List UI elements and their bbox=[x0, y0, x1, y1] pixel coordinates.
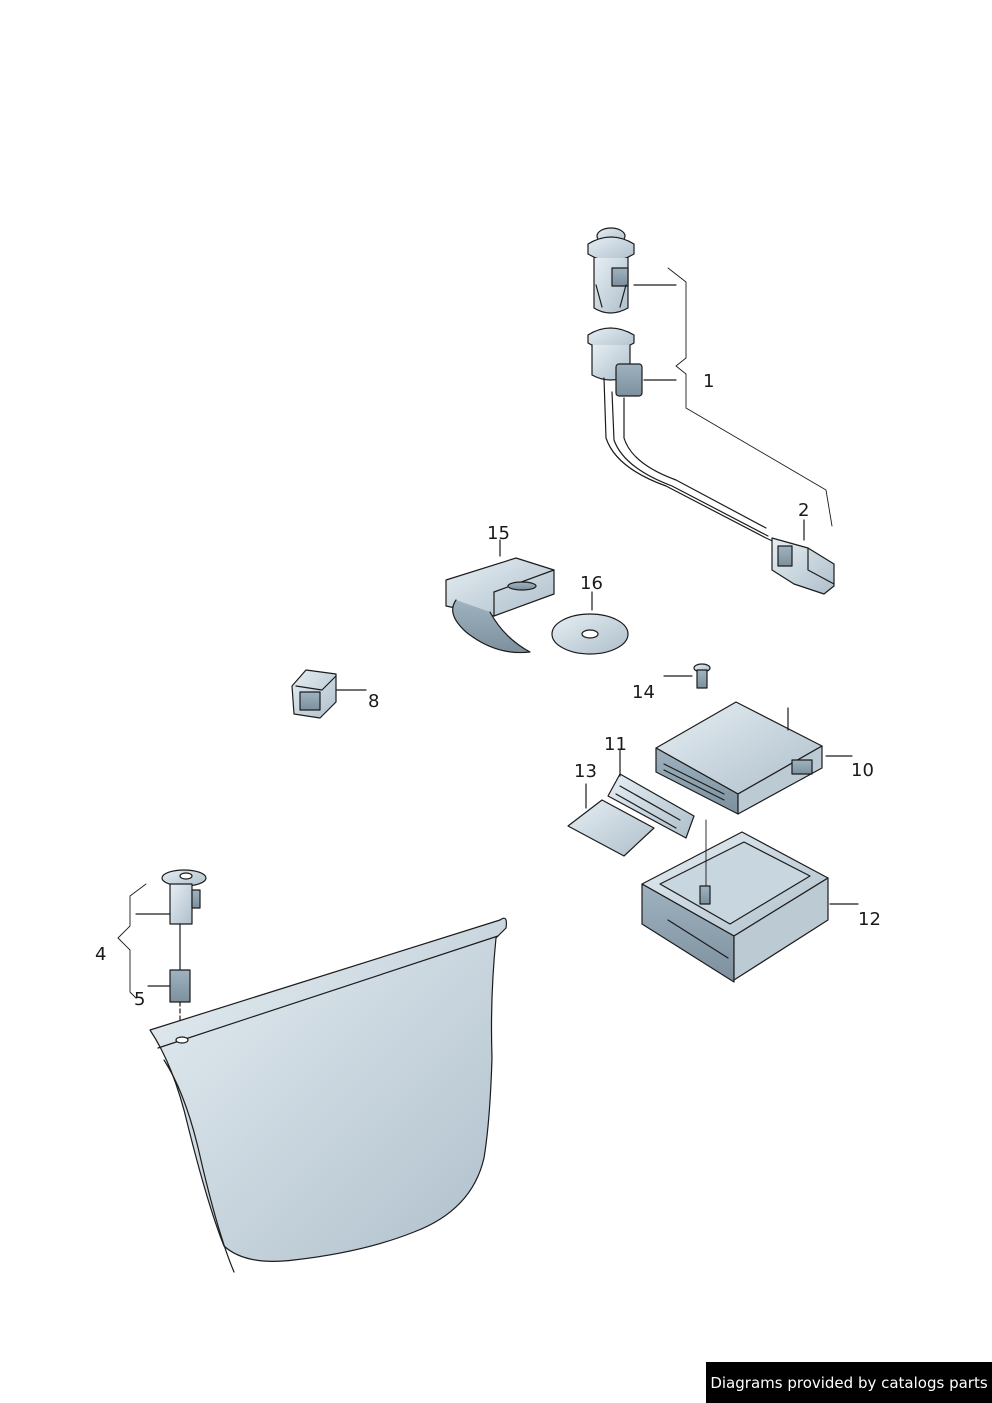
callout-1: 1 bbox=[703, 371, 715, 392]
part-12-tray bbox=[641, 819, 859, 983]
trim-panel bbox=[149, 917, 507, 1273]
callout-14: 14 bbox=[632, 682, 655, 703]
callout-8: 8 bbox=[368, 691, 380, 712]
credit-banner: Diagrams provided by catalogs parts bbox=[706, 1362, 992, 1403]
part-11-frame bbox=[607, 749, 695, 839]
callout-12: 12 bbox=[858, 909, 881, 930]
part-2-connector bbox=[771, 519, 835, 595]
callout-10: 10 bbox=[851, 760, 874, 781]
callout-15: 15 bbox=[487, 523, 510, 544]
part-14-screw bbox=[663, 663, 711, 689]
part-15-holder bbox=[445, 539, 555, 654]
part-4-5-socket bbox=[117, 869, 207, 1041]
callout-13: 13 bbox=[574, 761, 597, 782]
callout-16: 16 bbox=[580, 573, 603, 594]
part-8-switch bbox=[291, 669, 367, 719]
callout-5: 5 bbox=[134, 989, 146, 1010]
part-16-disc bbox=[551, 591, 629, 655]
callout-11: 11 bbox=[604, 734, 627, 755]
callout-4: 4 bbox=[95, 944, 107, 965]
part-10-control-unit bbox=[655, 701, 853, 815]
part-13-pad bbox=[567, 783, 655, 857]
callout-2: 2 bbox=[798, 500, 810, 521]
part-1-socket-cable bbox=[587, 227, 833, 549]
